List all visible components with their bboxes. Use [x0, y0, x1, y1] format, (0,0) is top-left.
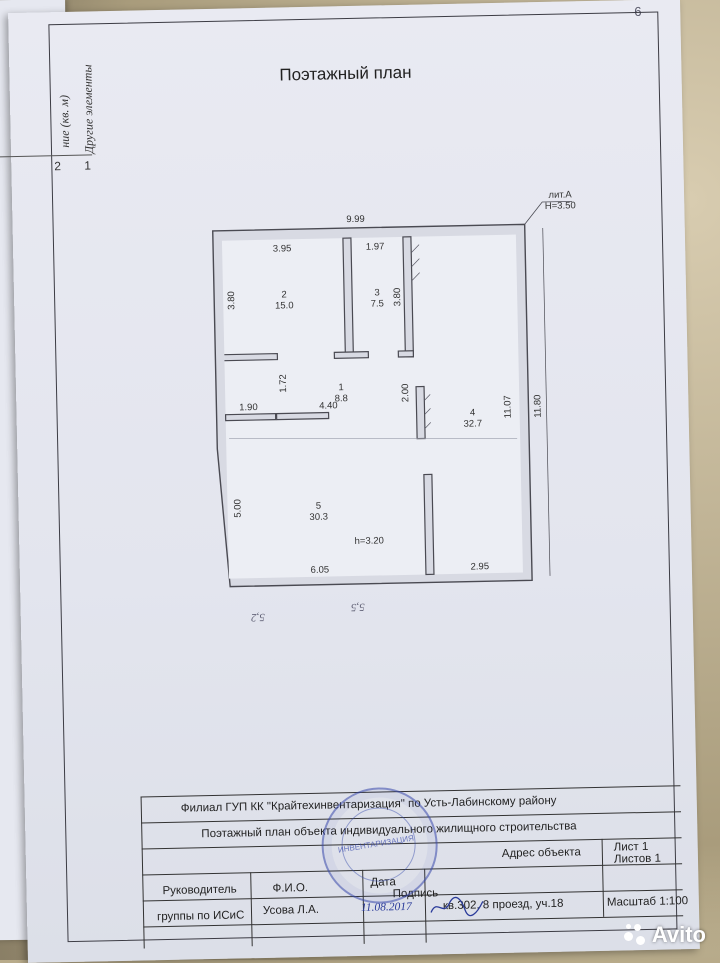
handwritten-left: 5,2 — [250, 611, 264, 623]
dim-hall-width-left: 1.90 — [239, 402, 258, 413]
wall-r2-r3 — [342, 237, 354, 355]
wall-r3-bottom-left — [333, 351, 370, 359]
head-label: Руководитель — [162, 883, 237, 898]
signature — [427, 893, 488, 921]
room-1-area: 8.8 — [335, 393, 348, 404]
room-1-number: 1 — [338, 382, 344, 393]
dim-overall-height: 11.80 — [532, 394, 543, 417]
room-5-number: 5 — [316, 501, 322, 512]
dim-r2-height: 3.80 — [226, 291, 237, 310]
document-sheet: 6 ние (кв. м) Другие элементы 2 1 Поэтаж… — [0, 0, 700, 963]
wall-r3-r4 — [402, 236, 415, 358]
scale-label: Масштаб 1:100 — [606, 895, 689, 909]
room-5-area: 30.3 — [309, 512, 328, 523]
room-4-area: 32.7 — [463, 418, 482, 429]
dim-r4-height: 11.07 — [502, 395, 513, 418]
avito-dots-icon — [623, 924, 646, 946]
dim-r3-height: 3.80 — [392, 288, 403, 307]
head-name: Усова Л.А. — [262, 903, 320, 917]
room-2-area: 15.0 — [275, 300, 294, 311]
floor-area — [221, 234, 523, 579]
wall-partition-upper — [415, 385, 426, 440]
dim-partition: 2.00 — [400, 384, 411, 403]
wall-r2-bottom — [224, 352, 279, 362]
wall-hall-left — [224, 413, 277, 422]
wall-r3-bottom-right — [397, 350, 415, 358]
room-3-number: 3 — [374, 287, 380, 298]
room-3-area: 7.5 — [371, 298, 384, 309]
avito-watermark: Avito — [623, 922, 706, 948]
wall-partition-lower — [423, 473, 435, 576]
lit-label: лит.А — [548, 189, 572, 200]
avito-text: Avito — [651, 922, 706, 947]
dim-r5-width: 6.05 — [310, 565, 329, 576]
group-label: группы по ИСиС — [156, 909, 245, 924]
dim-r3-width: 1.97 — [366, 241, 385, 252]
dim-overall-width: 9.99 — [346, 214, 365, 225]
dim-r5-height: 5.00 — [232, 499, 243, 518]
room-height-label: h=3.20 — [354, 535, 384, 547]
dim-r4-width: 2.95 — [470, 561, 489, 572]
room-4-number: 4 — [470, 407, 476, 418]
height-a-label: H=3.50 — [545, 200, 576, 212]
fio-label: Ф.И.О. — [272, 882, 309, 895]
handwritten-right: 5,5 — [350, 601, 364, 613]
address-label: Адрес объекта — [501, 846, 581, 860]
room-2-number: 2 — [281, 289, 287, 300]
wall-hall-right — [275, 411, 330, 421]
dim-r2-width: 3.95 — [273, 243, 292, 254]
title-block: Филиал ГУП КК "Крайтехинвентаризация" по… — [140, 785, 688, 949]
floor-plan: 9.99 лит.А H=3.50 3.95 1.97 3.80 3.80 1.… — [212, 189, 576, 623]
dim-hall-width-right: 4.40 — [319, 400, 338, 411]
dim-hall-height: 1.72 — [278, 374, 289, 393]
sheets-label: Листов 1 — [613, 852, 662, 866]
sheet-label: Лист 1 — [613, 840, 649, 854]
